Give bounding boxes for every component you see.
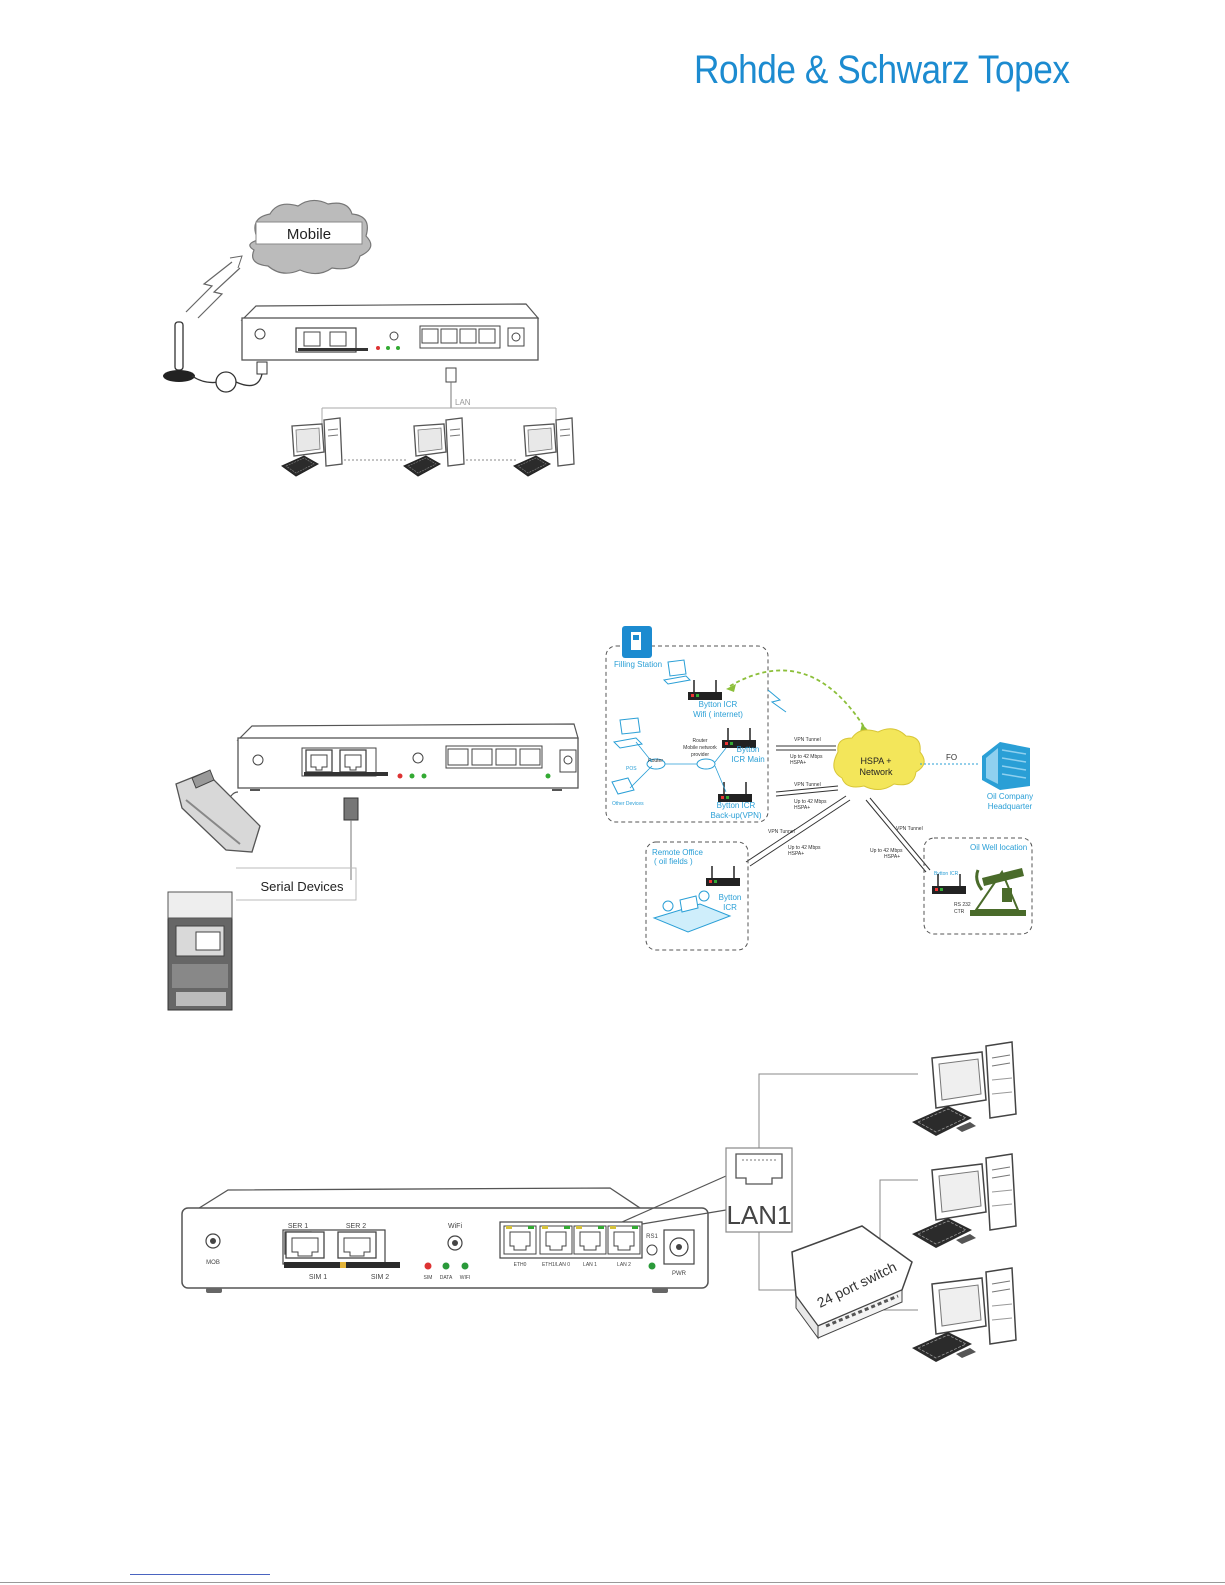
computer-icon (911, 1267, 1017, 1363)
mobile-cloud-label: Mobile (287, 226, 331, 243)
power-led-icon (648, 1262, 656, 1270)
oil-well-label: Oil Well location (970, 843, 1027, 852)
hspa-label: HSPA + (860, 756, 891, 766)
pwr-label: PWR (672, 1271, 687, 1277)
speed-tech-label-2: HSPA+ (794, 805, 810, 811)
mobile-provider-label-2: Mobile network (683, 745, 717, 751)
figure-mobile-lan: Mobile LAN (163, 199, 575, 477)
speed-tech-label: HSPA+ (790, 760, 806, 766)
lan2-port-label: LAN 2 (617, 1262, 631, 1268)
computer-icon (911, 1153, 1017, 1249)
oil-bytton-label: Bytton ICR (934, 871, 959, 877)
figure-network-diagram: Filling Station Bytton ICR Wifi ( intern… (605, 626, 1033, 951)
remote-office-label: Remote Office (652, 848, 704, 857)
speed-tech-label-4: HSPA+ (884, 854, 900, 860)
bytton-backup-sublabel: Back-up(VPN) (710, 811, 761, 820)
figure-lan-switch: MOB SER 1 SER 2 SIM 1 SIM 2 WiFi SIM DAT… (181, 1041, 1017, 1363)
mob-port-label: MOB (206, 1260, 220, 1266)
bytton-main-sublabel: ICR Main (731, 755, 764, 764)
hq-label: Oil Company (987, 792, 1033, 801)
serial-devices-label: Serial Devices (260, 879, 344, 894)
fo-label: FO (946, 753, 957, 762)
computer-icon (403, 417, 465, 477)
speed-label: Up to 42 Mbps (790, 754, 823, 760)
wifi-port-label: WiFi (448, 1223, 462, 1230)
pos-label: POS (626, 766, 637, 772)
speed-tech-label-3: HSPA+ (788, 851, 804, 857)
hq-sublabel: Headquarter (988, 802, 1033, 811)
network-switch: 24 port switch (791, 1225, 913, 1340)
remote-office-sublabel: ( oil fields ) (654, 857, 693, 866)
filling-station-label: Filling Station (614, 660, 662, 669)
eth1-label: ETH1/LAN 0 (542, 1262, 570, 1268)
sim1-label: SIM 1 (309, 1274, 327, 1281)
figure-serial-devices: Serial Devices (167, 723, 579, 1011)
bytton-main-label: Bytton (737, 745, 760, 754)
bytton-wifi-sublabel: Wifi ( internet) (693, 710, 743, 719)
footer-link-underline (130, 1574, 270, 1575)
eth0-label: ETH0 (514, 1262, 527, 1268)
speed-label-4: Up to 42 Mbps (870, 848, 903, 854)
footer-rule (0, 1582, 1225, 1583)
computer-icon (281, 417, 343, 477)
lan1-callout-label: LAN1 (726, 1200, 791, 1230)
speed-label-2: Up to 42 Mbps (794, 799, 827, 805)
wifi-led-icon (461, 1262, 469, 1270)
vpn-tunnel-label-2: VPN Tunnel (794, 782, 821, 788)
sim-led-label: SIM (424, 1275, 433, 1281)
lan-label: LAN (455, 398, 471, 407)
rs1-label: RS1 (646, 1234, 658, 1240)
wifi-led-label: WIFI (460, 1275, 471, 1281)
hspa-sublabel: Network (859, 767, 893, 777)
office-desk-icon (652, 890, 732, 933)
company-logo: Rohde & Schwarz Topex (694, 48, 1070, 92)
router-label: Router (648, 758, 663, 764)
mobile-provider-label-3: provider (691, 752, 709, 758)
data-led-label: DATA (440, 1275, 453, 1281)
sim2-label: SIM 2 (371, 1274, 389, 1281)
ctr-label: CTR (954, 909, 965, 915)
lan1-port-label: LAN 1 (583, 1262, 597, 1268)
bytton-backup-label: Bytton ICR (717, 801, 756, 810)
computer-icon (513, 417, 575, 477)
computer-icon (911, 1041, 1017, 1137)
headquarter-building-icon (982, 742, 1030, 790)
sim-led-icon (424, 1262, 432, 1270)
vpn-tunnel-label: VPN Tunnel (794, 737, 821, 743)
lan1-port-icon (735, 1153, 783, 1185)
ser2-label: SER 2 (346, 1223, 366, 1230)
rs232-label: RS 232 (954, 902, 971, 908)
mobile-provider-label-1: Router (692, 738, 707, 744)
oil-pump-icon (970, 868, 1026, 916)
ethernet-ports (503, 1225, 641, 1255)
other-devices-label: Other Devices (612, 801, 644, 807)
vpn-tunnel-label-4: VPN Tunnel (896, 826, 923, 832)
vpn-tunnel-label-3: VPN Tunnel (768, 829, 795, 835)
speed-label-3: Up to 42 Mbps (788, 845, 821, 851)
remote-bytton-sublabel: ICR (723, 903, 737, 912)
remote-bytton-label: Bytton (719, 893, 742, 902)
data-led-icon (442, 1262, 450, 1270)
bytton-wifi-label: Bytton ICR (699, 700, 738, 709)
ser1-label: SER 1 (288, 1223, 308, 1230)
